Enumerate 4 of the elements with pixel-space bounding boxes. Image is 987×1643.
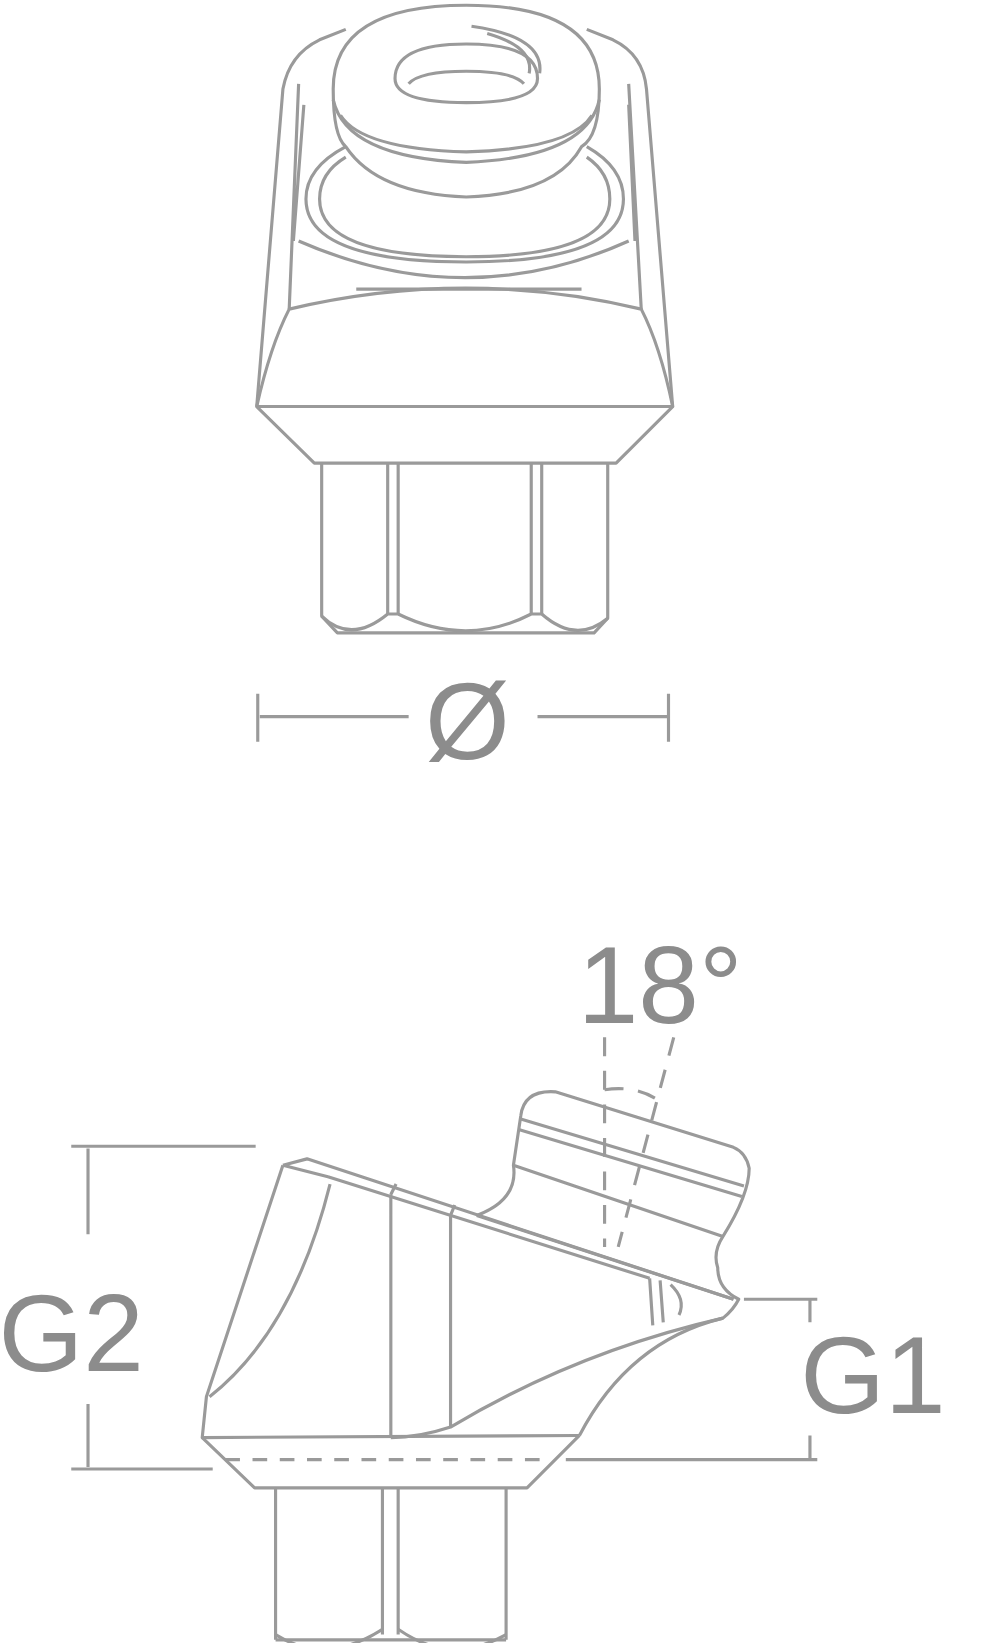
dimension-label: G2 <box>0 1278 144 1388</box>
dimension-label: 18° <box>577 930 743 1040</box>
dimension-label: G1 <box>800 1321 946 1431</box>
dimension-label: Ø <box>424 666 510 776</box>
